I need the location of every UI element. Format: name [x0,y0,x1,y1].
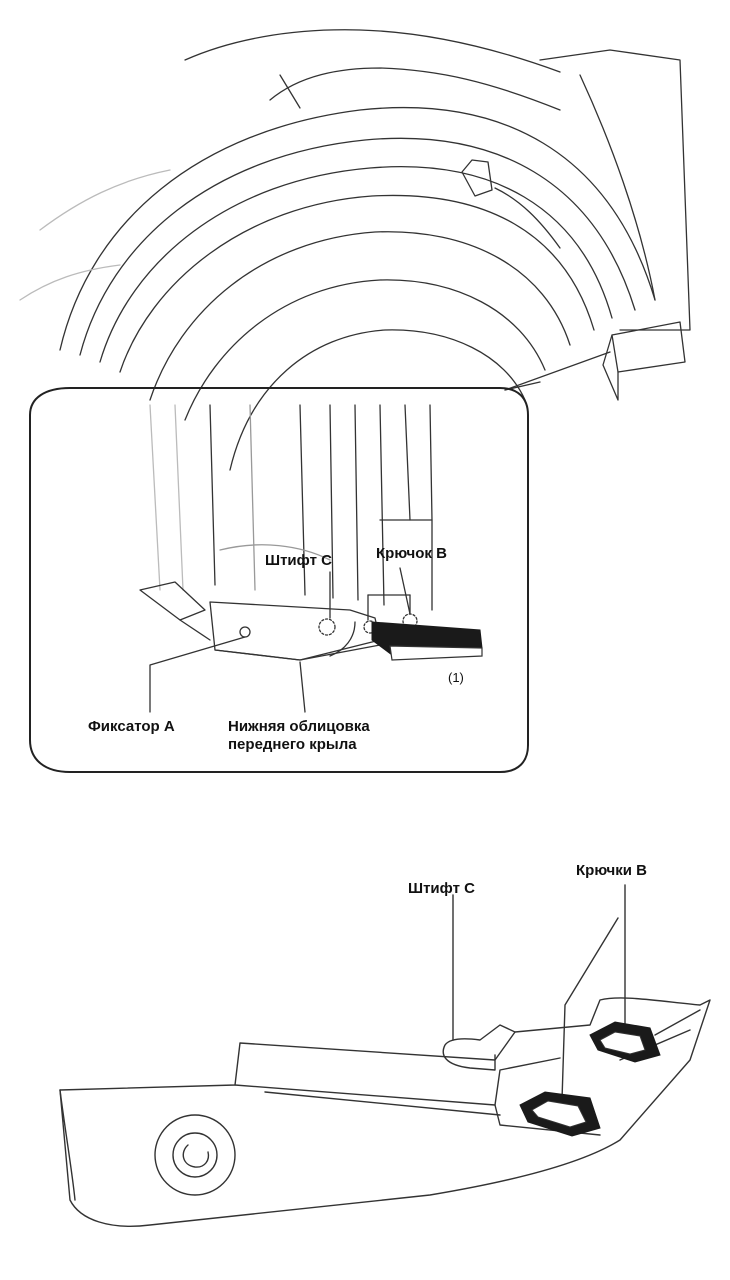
wheel-arch-illustration [19,29,691,773]
trim-detail-illustration [59,884,711,1227]
label-lower-trim-line2: переднего крыла [228,736,357,753]
label-pin-c-bottom: Штифт C [408,880,475,897]
hook-b-upper [589,1021,661,1063]
label-hook-b: Крючок B [376,545,447,562]
label-callout-number: (1) [448,670,464,685]
label-hooks-b: Крючки B [576,862,647,879]
label-pin-c-top: Штифт C [265,552,332,569]
label-clip-a: Фиксатор A [88,718,175,735]
hook-b-lower [519,1091,601,1137]
label-lower-trim-line1: Нижняя облицовка [228,718,370,735]
part-1-trim-piece [371,621,483,661]
